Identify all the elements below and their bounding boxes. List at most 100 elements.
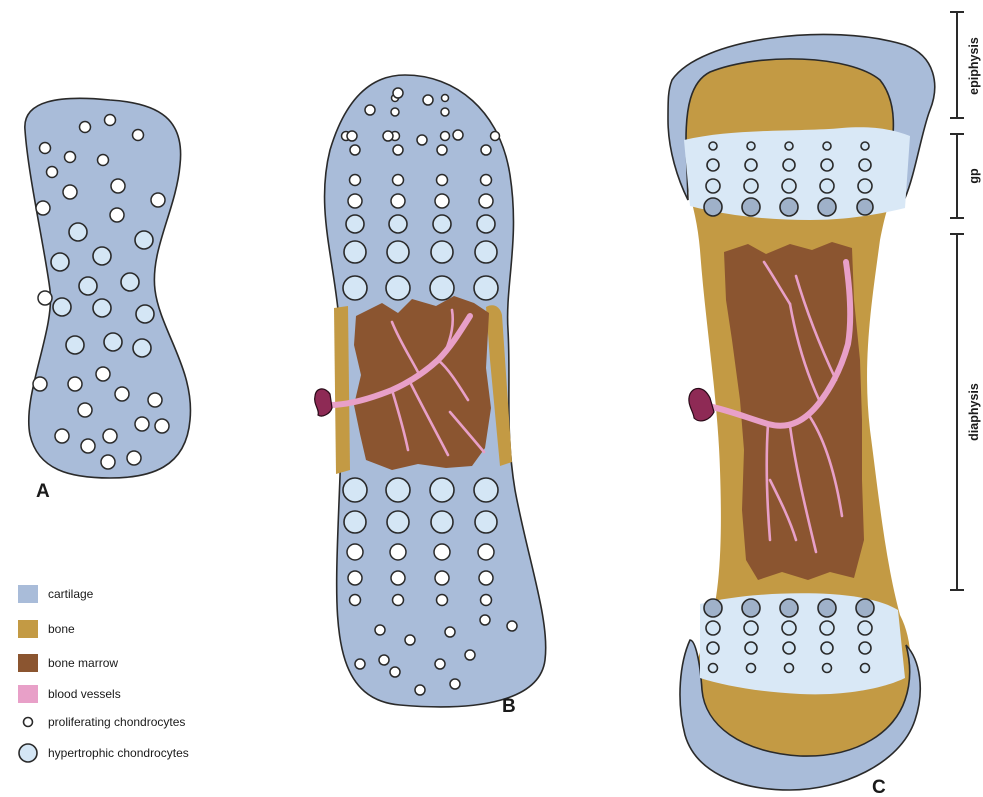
- chondrocyte-b: [437, 595, 448, 606]
- chondrocyte-b: [474, 276, 498, 300]
- chondrocyte-b: [387, 241, 409, 263]
- chondrocyte-c: [709, 664, 718, 673]
- chondrocyte-a: [93, 299, 111, 317]
- chondrocyte-b: [431, 511, 453, 533]
- chondrocyte-b: [391, 108, 399, 116]
- chondrocyte-b: [390, 544, 406, 560]
- bracket-growth-plate: [950, 134, 964, 218]
- chondrocyte-c: [747, 142, 755, 150]
- chondrocyte-c: [742, 198, 760, 216]
- chondrocyte-b: [480, 615, 490, 625]
- chondrocyte-c: [742, 599, 760, 617]
- chondrocyte-c: [709, 142, 717, 150]
- legend-symbol-hypertrophic: [19, 744, 37, 762]
- chondrocyte-b: [481, 595, 492, 606]
- chondrocyte-b: [441, 132, 450, 141]
- panel-b: B: [315, 75, 546, 717]
- chondrocyte-c: [707, 642, 719, 654]
- chondrocyte-b: [415, 685, 425, 695]
- chondrocyte-b: [343, 478, 367, 502]
- chondrocyte-b: [387, 511, 409, 533]
- chondrocyte-b: [390, 667, 400, 677]
- chondrocyte-b: [347, 131, 357, 141]
- chondrocyte-a: [53, 298, 71, 316]
- chondrocyte-c: [745, 159, 757, 171]
- chondrocyte-c: [704, 198, 722, 216]
- chondrocyte-b: [405, 635, 415, 645]
- chondrocyte-c: [706, 179, 720, 193]
- chondrocyte-b: [442, 95, 449, 102]
- chondrocyte-a: [121, 273, 139, 291]
- chondrocyte-c: [706, 621, 720, 635]
- chondrocyte-b: [479, 571, 493, 585]
- chondrocyte-b: [441, 108, 449, 116]
- chondrocyte-a: [51, 253, 69, 271]
- chondrocyte-c: [820, 621, 834, 635]
- chondrocyte-b: [393, 175, 404, 186]
- chondrocyte-b: [391, 194, 405, 208]
- chondrocyte-b: [507, 621, 517, 631]
- chondrocyte-c: [861, 664, 870, 673]
- legend-label-blood-vessels: blood vessels: [48, 687, 121, 701]
- bracket-diaphysis: [950, 234, 964, 590]
- chondrocyte-c: [820, 179, 834, 193]
- chondrocyte-c: [858, 621, 872, 635]
- region-label-growth-plate: gp: [967, 168, 981, 184]
- chondrocyte-b: [344, 511, 366, 533]
- chondrocyte-c: [857, 199, 873, 215]
- panel-letter-c: C: [872, 777, 886, 797]
- region-label-epiphysis: epiphysis: [967, 37, 981, 95]
- legend-swatch-blood-vessels: [18, 685, 38, 703]
- chondrocyte-b: [435, 571, 449, 585]
- chondrocyte-a: [115, 387, 129, 401]
- chondrocyte-c: [704, 599, 722, 617]
- chondrocyte-b: [355, 659, 365, 669]
- chondrocyte-b: [475, 511, 497, 533]
- chondrocyte-a: [79, 277, 97, 295]
- legend-swatch-bone-marrow: [18, 654, 38, 672]
- chondrocyte-b: [475, 241, 497, 263]
- bone-marrow-c: [724, 242, 864, 580]
- chondrocyte-b: [386, 276, 410, 300]
- chondrocyte-a: [135, 231, 153, 249]
- chondrocyte-b: [350, 145, 360, 155]
- legend-item-bone: bone: [18, 620, 75, 638]
- chondrocyte-b: [375, 625, 385, 635]
- chondrocyte-b: [393, 88, 403, 98]
- legend-label-hypertrophic: hypertrophic chondrocytes: [48, 746, 189, 760]
- chondrocyte-b: [491, 132, 500, 141]
- chondrocyte-b: [478, 544, 494, 560]
- legend-swatch-cartilage: [18, 585, 38, 603]
- chondrocyte-c: [747, 664, 756, 673]
- chondrocyte-b: [365, 105, 375, 115]
- chondrocyte-a: [68, 377, 82, 391]
- chondrocyte-b: [481, 145, 491, 155]
- chondrocyte-c: [821, 642, 833, 654]
- chondrocyte-c: [823, 142, 831, 150]
- chondrocyte-c: [859, 642, 871, 654]
- chondrocyte-b: [437, 145, 447, 155]
- panel-c: C: [668, 34, 935, 797]
- chondrocyte-a: [101, 455, 115, 469]
- chondrocyte-c: [783, 159, 795, 171]
- chondrocyte-c: [861, 142, 869, 150]
- chondrocyte-b: [433, 215, 451, 233]
- chondrocyte-c: [859, 159, 871, 171]
- chondrocyte-b: [393, 145, 403, 155]
- chondrocyte-c: [821, 159, 833, 171]
- chondrocyte-b: [474, 478, 498, 502]
- panel-letter-a: A: [36, 481, 50, 502]
- chondrocyte-a: [135, 417, 149, 431]
- chondrocyte-a: [40, 143, 51, 154]
- chondrocyte-a: [98, 155, 109, 166]
- chondrocyte-a: [78, 403, 92, 417]
- chondrocyte-b: [391, 571, 405, 585]
- chondrocyte-b: [383, 131, 393, 141]
- chondrocyte-b: [423, 95, 433, 105]
- bone-marrow-b: [354, 296, 491, 470]
- chondrocyte-a: [111, 179, 125, 193]
- vessel-stub-b: [315, 389, 332, 416]
- legend-item-hypertrophic: hypertrophic chondrocytes: [19, 744, 189, 762]
- chondrocyte-b: [346, 215, 364, 233]
